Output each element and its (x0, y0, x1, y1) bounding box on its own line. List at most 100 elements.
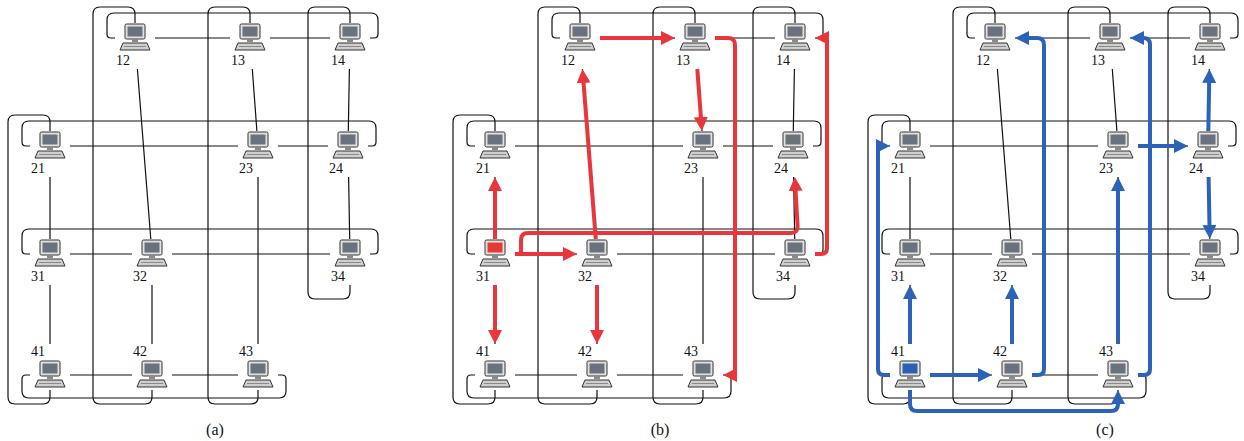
computer-icon (33, 360, 67, 390)
network-link (882, 375, 1146, 398)
computer-node: 23 (238, 131, 278, 177)
network-link (494, 285, 495, 344)
computer-icon (478, 360, 512, 390)
broadcast-arrow (600, 36, 668, 40)
node-label: 14 (330, 53, 370, 69)
computer-icon (893, 239, 927, 269)
computer-node: 12 (560, 23, 600, 69)
network-link (909, 285, 910, 344)
network-link (494, 177, 495, 239)
network-link (582, 69, 595, 239)
network-link (137, 69, 150, 239)
node-label: 34 (775, 269, 815, 285)
network-link (252, 69, 257, 131)
broadcast-arrow (515, 184, 798, 254)
computer-icon (1101, 131, 1135, 161)
node-label: 41 (475, 344, 515, 360)
node-label: 43 (683, 344, 723, 360)
computer-node: 34 (1190, 239, 1230, 285)
network-link (70, 374, 132, 375)
network-link (882, 229, 1238, 254)
broadcast-arrow (930, 373, 985, 377)
broadcast-arrow (1208, 76, 1209, 131)
computer-node: 24 (1188, 131, 1228, 177)
node-label: 21 (30, 161, 70, 177)
broadcast-arrow (493, 184, 497, 239)
computer-node: 23 (1098, 131, 1138, 177)
computer-icon (995, 360, 1029, 390)
network-link (107, 13, 378, 38)
computer-icon (478, 239, 512, 269)
broadcast-arrow (910, 390, 1118, 411)
computer-icon (995, 239, 1029, 269)
network-link (552, 13, 823, 38)
network-link (515, 253, 577, 254)
network-link (155, 37, 230, 38)
computer-node: 12 (115, 23, 155, 69)
broadcast-arrow (595, 285, 599, 337)
network-link (1138, 145, 1188, 146)
computer-icon (33, 239, 67, 269)
computer-node: 34 (330, 239, 370, 285)
node-label: 42 (992, 344, 1032, 360)
computer-icon (1101, 360, 1135, 390)
computer-icon (333, 23, 367, 53)
network-link (1209, 177, 1210, 239)
broadcast-arrow (697, 69, 701, 124)
computer-icon (893, 360, 927, 390)
broadcast-arrow (493, 285, 497, 337)
network-link (617, 374, 683, 375)
computer-icon (135, 360, 169, 390)
computer-icon (778, 239, 812, 269)
computer-node: 31 (890, 239, 930, 285)
network-link (515, 145, 683, 146)
computer-icon (1193, 23, 1227, 53)
node-label: 13 (1090, 53, 1130, 69)
computer-icon (241, 131, 275, 161)
computer-node: 43 (238, 344, 278, 390)
panel-label: (c) (1075, 421, 1135, 439)
computer-icon (778, 23, 812, 53)
node-label: 23 (1098, 161, 1138, 177)
computer-icon (580, 239, 614, 269)
network-link (967, 13, 1238, 38)
network-link (1011, 285, 1012, 344)
network-link (997, 69, 1010, 239)
node-label: 31 (30, 269, 70, 285)
computer-node: 21 (890, 131, 930, 177)
network-link (930, 374, 992, 375)
panel-label: (b) (630, 421, 690, 439)
computer-icon (893, 131, 927, 161)
computer-node: 31 (475, 239, 515, 285)
broadcast-arrow (515, 252, 570, 256)
node-label: 21 (475, 161, 515, 177)
broadcast-arrow (1022, 38, 1044, 375)
broadcast-arrow (878, 146, 890, 375)
computer-icon (978, 23, 1012, 53)
node-label: 32 (992, 269, 1032, 285)
computer-node: 31 (30, 239, 70, 285)
network-link (882, 121, 1236, 146)
node-label: 24 (1188, 161, 1228, 177)
computer-node: 24 (328, 131, 368, 177)
computer-node: 43 (1098, 344, 1138, 390)
network-link (702, 177, 703, 344)
node-label: 14 (775, 53, 815, 69)
computer-node: 42 (132, 344, 172, 390)
panel-label: (a) (185, 421, 245, 439)
computer-icon (1193, 239, 1227, 269)
network-link (348, 69, 349, 131)
computer-node: 13 (1090, 23, 1130, 69)
broadcast-arrow (908, 292, 912, 344)
network-link (22, 375, 286, 398)
network-link (617, 253, 775, 254)
network-link (257, 177, 258, 344)
computer-node: 24 (773, 131, 813, 177)
network-link (723, 145, 773, 146)
computer-node: 42 (992, 344, 1032, 390)
node-label: 12 (975, 53, 1015, 69)
computer-node: 13 (675, 23, 715, 69)
